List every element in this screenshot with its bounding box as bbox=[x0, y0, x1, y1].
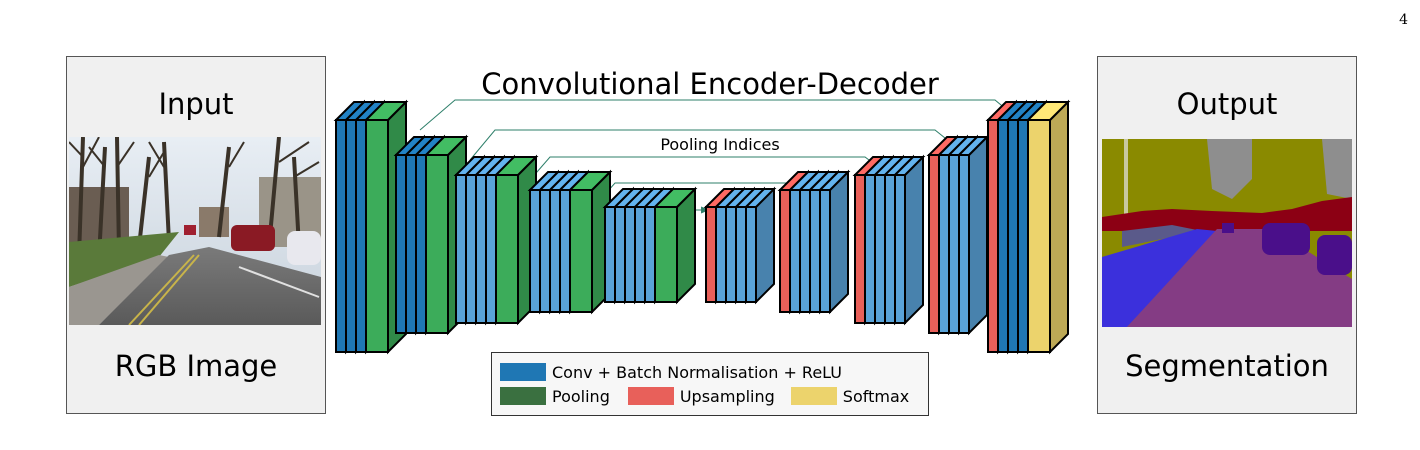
layer-front-conv_light bbox=[789, 189, 801, 313]
layer-front-conv_light bbox=[549, 189, 561, 313]
legend: Conv + Batch Normalisation + ReLU Poolin… bbox=[491, 352, 929, 416]
legend-label-softmax: Softmax bbox=[842, 386, 910, 406]
layer-front-conv_light bbox=[938, 154, 950, 334]
legend-item-pooling: Pooling Upsampling Softmax bbox=[500, 385, 909, 407]
pooling-index-arrow bbox=[419, 99, 1026, 131]
layer-side-conv_light bbox=[968, 134, 988, 336]
layer-front-upsample bbox=[705, 206, 717, 303]
layer-front-conv_light bbox=[624, 206, 636, 303]
output-title: Output bbox=[1176, 87, 1278, 121]
layer-front-conv_light bbox=[958, 154, 970, 334]
layer-front-conv_light bbox=[475, 174, 487, 324]
layer-front-conv_light bbox=[884, 174, 896, 324]
legend-label-pooling: Pooling bbox=[552, 386, 610, 406]
page-number: 4 bbox=[1399, 12, 1408, 28]
layer-front-pool bbox=[569, 189, 593, 313]
layer-front-conv_light bbox=[948, 154, 960, 334]
layer-front-conv_dark bbox=[335, 119, 347, 353]
legend-label-upsampling: Upsampling bbox=[679, 386, 775, 406]
encoder-block-3 bbox=[453, 154, 539, 326]
architecture-title: Convolutional Encoder-Decoder bbox=[481, 67, 939, 101]
legend-swatch-pooling bbox=[500, 387, 546, 405]
layer-front-conv_light bbox=[819, 189, 831, 313]
encoder-block-4 bbox=[527, 169, 613, 315]
layer-front-pool bbox=[365, 119, 389, 353]
layer-front-conv_light bbox=[559, 189, 571, 313]
layer-front-conv_dark bbox=[355, 119, 367, 353]
layer-front-conv_light bbox=[529, 189, 541, 313]
output-caption: Segmentation bbox=[1125, 349, 1329, 383]
decoder-block-3 bbox=[852, 154, 926, 326]
layer-side-softmax bbox=[1049, 99, 1069, 355]
input-rgb-photo bbox=[69, 137, 321, 325]
layer-front-conv_light bbox=[604, 206, 616, 303]
layer-front-conv_light bbox=[864, 174, 876, 324]
layer-front-pool bbox=[654, 206, 678, 303]
layer-front-pool bbox=[425, 154, 449, 334]
layer-front-conv_light bbox=[874, 174, 886, 324]
segmentation-map bbox=[1102, 139, 1352, 327]
layer-front-conv_light bbox=[465, 174, 477, 324]
layer-front-conv_dark bbox=[345, 119, 357, 353]
layer-front-conv_light bbox=[715, 206, 727, 303]
layer-front-upsample bbox=[987, 119, 999, 353]
arrow-head bbox=[701, 206, 710, 214]
layer-front-conv_dark bbox=[1017, 119, 1029, 353]
layer-front-conv_light bbox=[485, 174, 497, 324]
encoder-block-5 bbox=[602, 186, 698, 305]
layer-front-upsample bbox=[854, 174, 866, 324]
layer-front-upsample bbox=[928, 154, 940, 334]
layer-front-conv_light bbox=[894, 174, 906, 324]
layer-front-conv_dark bbox=[1007, 119, 1019, 353]
output-panel: Output Segmentation bbox=[1097, 56, 1357, 414]
legend-swatch-softmax bbox=[790, 387, 837, 405]
decoder-block-5 bbox=[985, 99, 1071, 355]
layer-front-conv_dark bbox=[405, 154, 417, 334]
layer-side-conv_light bbox=[755, 186, 775, 305]
layer-front-conv_light bbox=[745, 206, 757, 303]
layer-side-conv_light bbox=[829, 169, 849, 315]
input-caption: RGB Image bbox=[114, 349, 278, 383]
layer-front-conv_light bbox=[614, 206, 626, 303]
layer-stack bbox=[333, 99, 1071, 355]
legend-item-conv: Conv + Batch Normalisation + ReLU bbox=[500, 361, 842, 383]
decoder-block-1 bbox=[703, 186, 777, 305]
pooling-indices-label: Pooling Indices bbox=[660, 135, 780, 154]
layer-front-conv_light bbox=[735, 206, 747, 303]
layer-front-softmax bbox=[1027, 119, 1051, 353]
input-panel: Input RGB Image bbox=[66, 56, 326, 414]
layer-front-conv_light bbox=[539, 189, 551, 313]
layer-front-upsample bbox=[779, 189, 791, 313]
legend-swatch-conv bbox=[500, 363, 546, 381]
legend-label-conv: Conv + Batch Normalisation + ReLU bbox=[552, 362, 842, 382]
layer-front-conv_light bbox=[799, 189, 811, 313]
legend-swatch-upsampling bbox=[627, 387, 674, 405]
layer-side-conv_light bbox=[904, 154, 924, 326]
decoder-block-4 bbox=[926, 134, 990, 336]
decoder-block-2 bbox=[777, 169, 851, 315]
layer-front-conv_dark bbox=[415, 154, 427, 334]
layer-front-conv_light bbox=[809, 189, 821, 313]
layer-side-pool bbox=[676, 186, 696, 305]
layer-front-conv_light bbox=[634, 206, 646, 303]
layer-front-conv_dark bbox=[997, 119, 1009, 353]
layer-front-conv_light bbox=[644, 206, 656, 303]
input-title: Input bbox=[158, 87, 234, 121]
layer-front-conv_dark bbox=[395, 154, 407, 334]
layer-front-pool bbox=[495, 174, 519, 324]
layer-front-conv_light bbox=[455, 174, 467, 324]
layer-front-conv_light bbox=[725, 206, 737, 303]
